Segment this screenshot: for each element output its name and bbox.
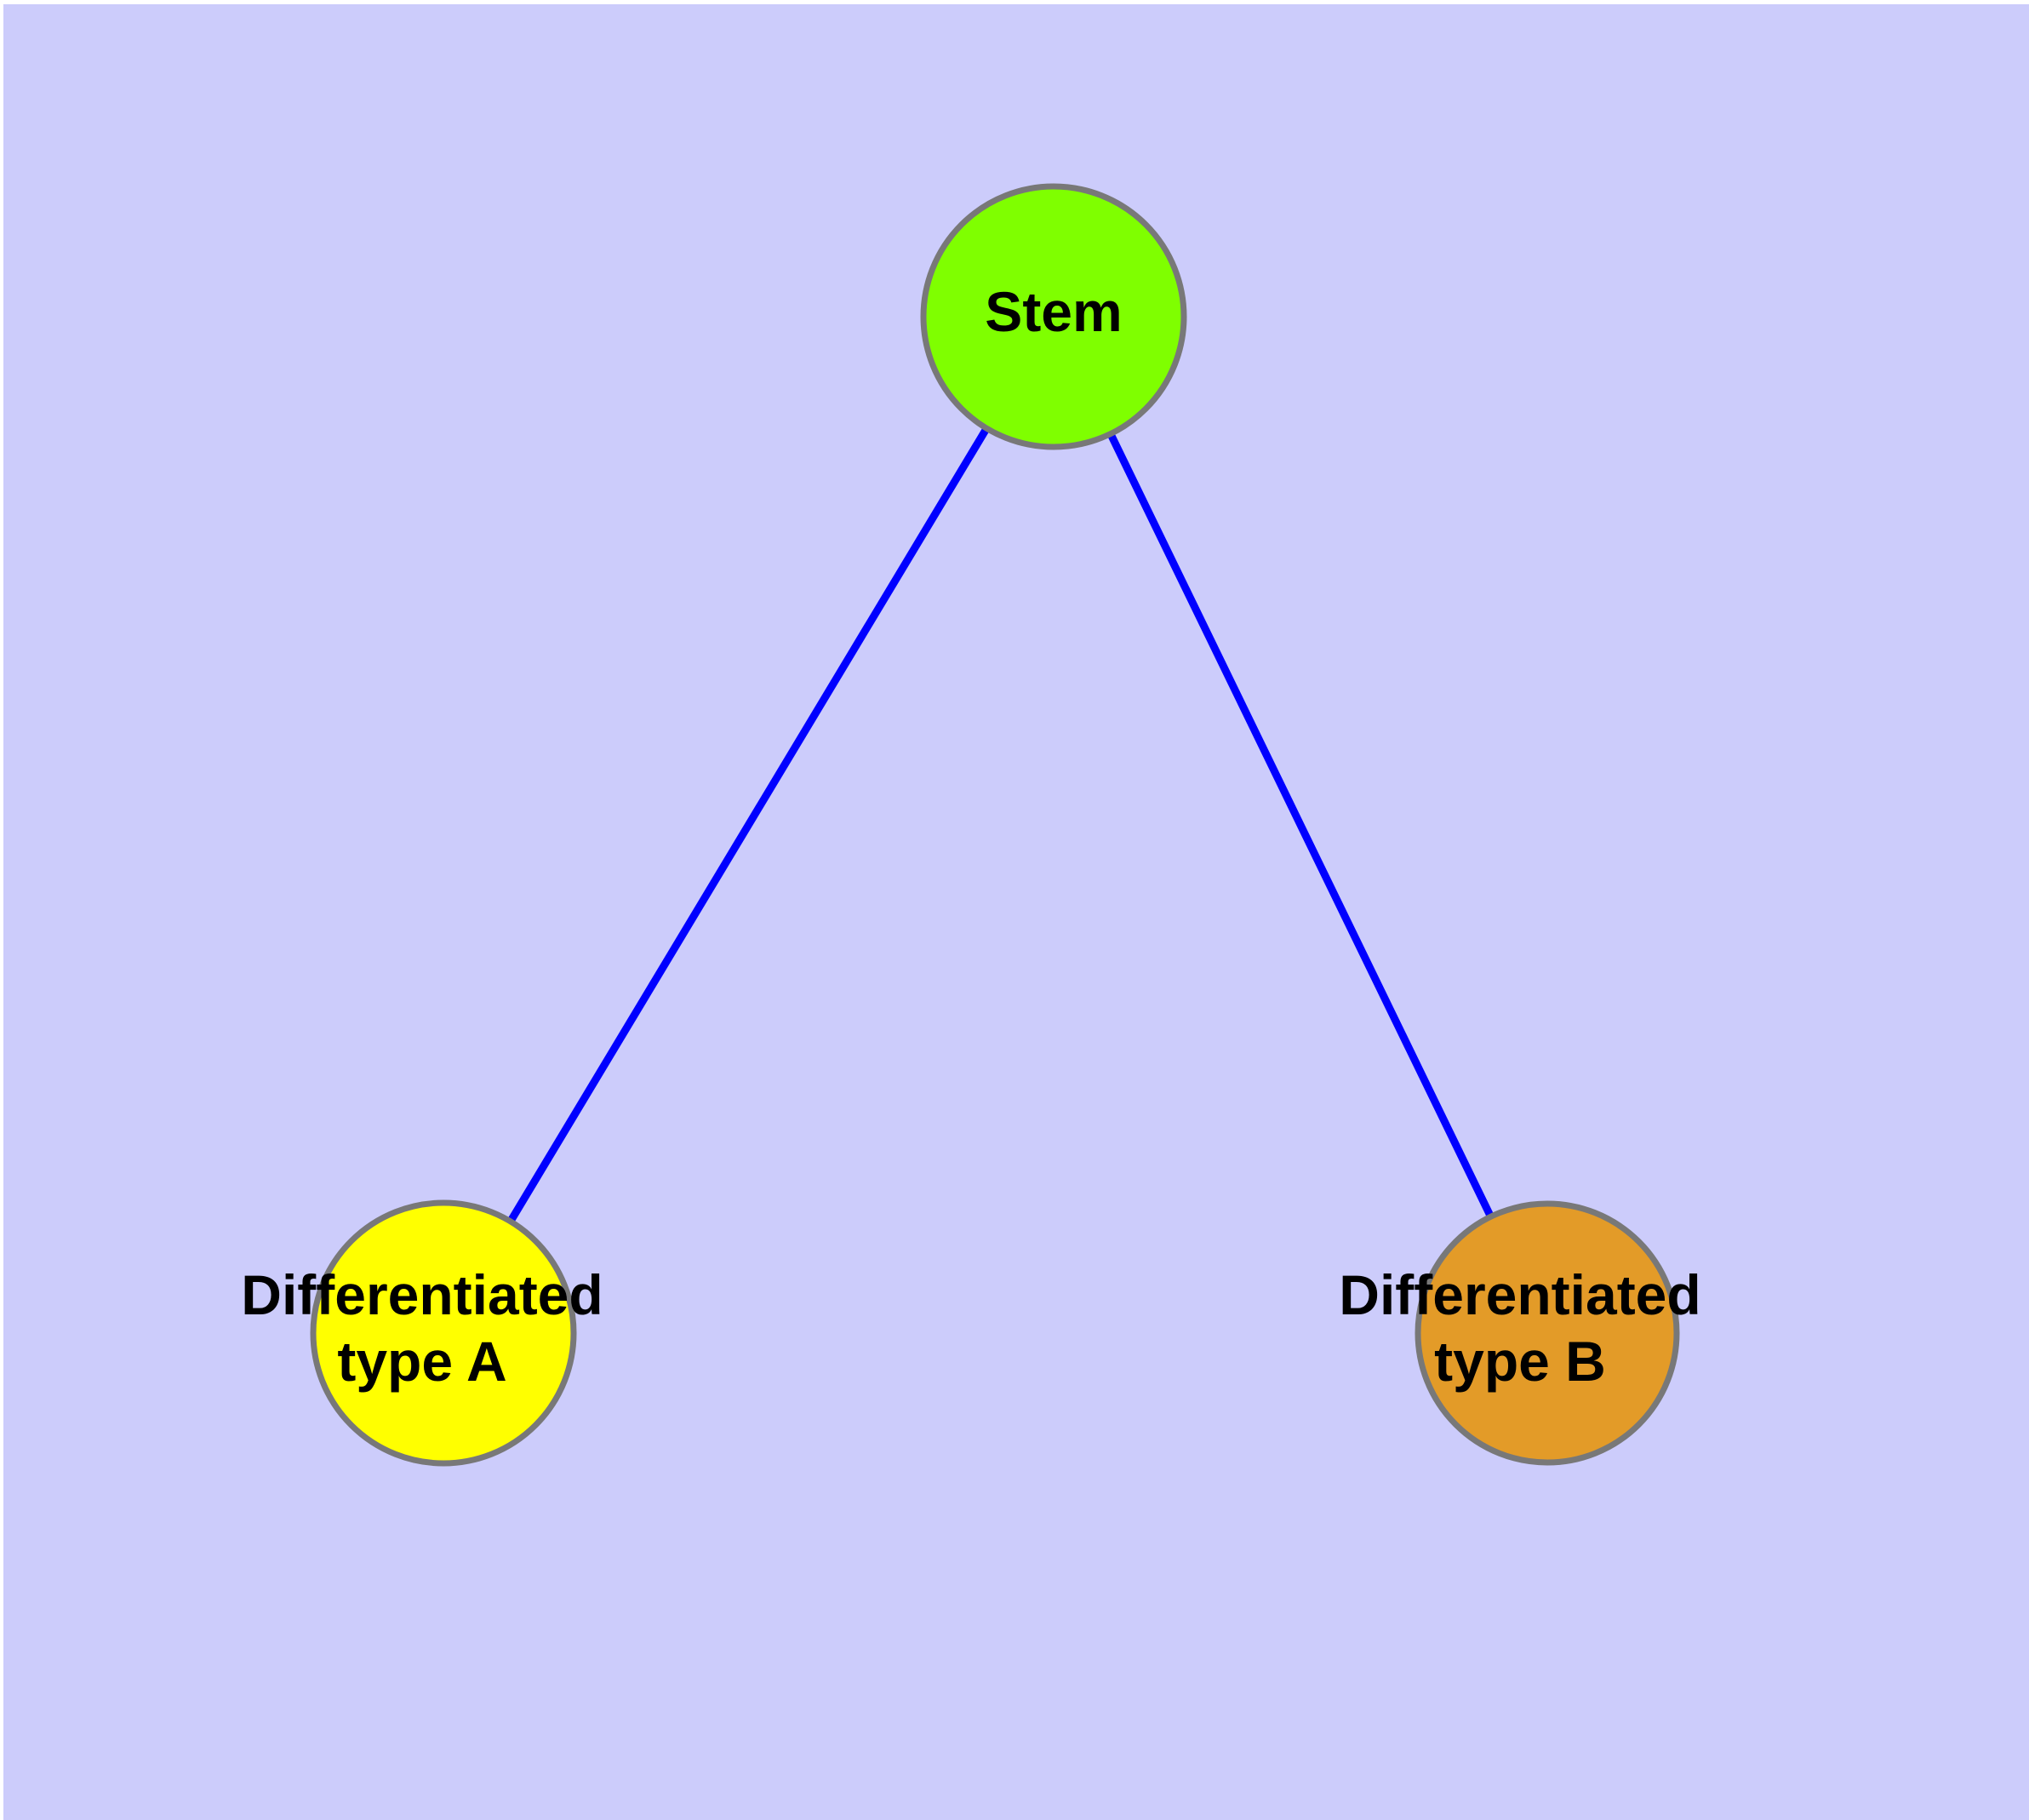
node-label-line: type B [1434,1330,1606,1393]
node-label-line: Differentiated [241,1263,603,1326]
node-circle-diff-a[interactable] [310,1199,577,1467]
graph-edge-stem-to-diff-a [440,314,1057,1336]
node-circle-diff-b[interactable] [1415,1200,1680,1466]
node-label-line: type A [337,1330,506,1393]
node-label-line: Differentiated [1339,1263,1700,1326]
graph-node-stem[interactable]: Stem [920,183,1187,450]
node-circle-stem[interactable] [920,183,1187,450]
node-label-line: Stem [985,280,1122,343]
node-label-stem: Stem [985,280,1122,343]
graph-edge-stem-to-diff-b [1049,315,1552,1335]
edges-layer [440,314,1552,1336]
